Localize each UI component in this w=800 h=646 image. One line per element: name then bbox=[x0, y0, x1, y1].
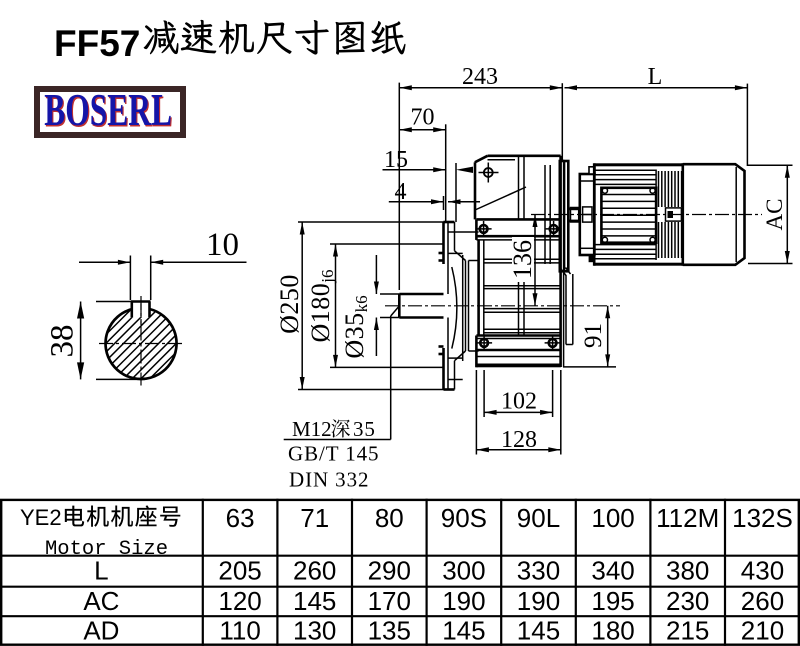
svg-text:91: 91 bbox=[580, 323, 607, 348]
svg-text:90S: 90S bbox=[441, 503, 487, 533]
svg-text:260: 260 bbox=[293, 556, 336, 586]
svg-text:195: 195 bbox=[591, 586, 634, 616]
svg-text:YE2: YE2 bbox=[20, 505, 62, 530]
svg-text:132S: 132S bbox=[732, 503, 793, 533]
svg-text:AC: AC bbox=[762, 199, 787, 231]
svg-text:205: 205 bbox=[218, 556, 261, 586]
svg-text:L: L bbox=[94, 556, 108, 586]
svg-text:80: 80 bbox=[375, 503, 404, 533]
svg-text:110: 110 bbox=[219, 616, 260, 646]
svg-text:430: 430 bbox=[741, 556, 784, 586]
svg-text:128: 128 bbox=[501, 427, 537, 453]
svg-text:210: 210 bbox=[741, 616, 784, 646]
svg-text:145: 145 bbox=[293, 586, 336, 616]
svg-text:215: 215 bbox=[666, 616, 709, 646]
svg-text:145: 145 bbox=[442, 616, 485, 646]
svg-text:340: 340 bbox=[591, 556, 634, 586]
svg-text:FF57: FF57 bbox=[54, 23, 140, 64]
svg-text:70: 70 bbox=[411, 105, 435, 131]
svg-text:35: 35 bbox=[353, 417, 376, 441]
svg-text:Motor Size: Motor Size bbox=[45, 538, 168, 561]
svg-text:M12: M12 bbox=[292, 417, 332, 441]
svg-text:DIN 332: DIN 332 bbox=[289, 468, 369, 492]
svg-text:190: 190 bbox=[442, 586, 485, 616]
svg-text:190: 190 bbox=[517, 586, 560, 616]
svg-text:330: 330 bbox=[517, 556, 560, 586]
svg-text:15: 15 bbox=[384, 147, 408, 173]
svg-text:90L: 90L bbox=[517, 503, 560, 533]
svg-text:290: 290 bbox=[368, 556, 411, 586]
svg-text:112M: 112M bbox=[656, 503, 719, 533]
svg-text:4: 4 bbox=[395, 179, 407, 205]
svg-text:102: 102 bbox=[501, 389, 537, 415]
svg-text:135: 135 bbox=[368, 616, 411, 646]
svg-text:63: 63 bbox=[226, 503, 255, 533]
svg-text:L: L bbox=[648, 64, 663, 90]
svg-text:260: 260 bbox=[741, 586, 784, 616]
svg-text:380: 380 bbox=[666, 556, 709, 586]
svg-text:180: 180 bbox=[591, 616, 634, 646]
svg-text:Ø180j6: Ø180j6 bbox=[306, 269, 337, 342]
svg-text:120: 120 bbox=[218, 586, 261, 616]
svg-text:AC: AC bbox=[83, 586, 119, 616]
svg-text:230: 230 bbox=[666, 586, 709, 616]
svg-text:Ø250: Ø250 bbox=[275, 274, 304, 334]
svg-text:300: 300 bbox=[442, 556, 485, 586]
svg-text:100: 100 bbox=[591, 503, 634, 533]
svg-text:GB/T 145: GB/T 145 bbox=[288, 442, 379, 466]
svg-text:71: 71 bbox=[300, 503, 329, 533]
svg-text:Ø35k6: Ø35k6 bbox=[340, 295, 371, 358]
svg-text:136: 136 bbox=[508, 240, 537, 279]
svg-text:38: 38 bbox=[45, 325, 81, 358]
svg-text:243: 243 bbox=[462, 64, 498, 90]
svg-text:130: 130 bbox=[293, 616, 336, 646]
svg-text:145: 145 bbox=[517, 616, 560, 646]
svg-text:170: 170 bbox=[368, 586, 411, 616]
svg-text:AD: AD bbox=[83, 616, 119, 646]
svg-text:10: 10 bbox=[206, 227, 239, 263]
